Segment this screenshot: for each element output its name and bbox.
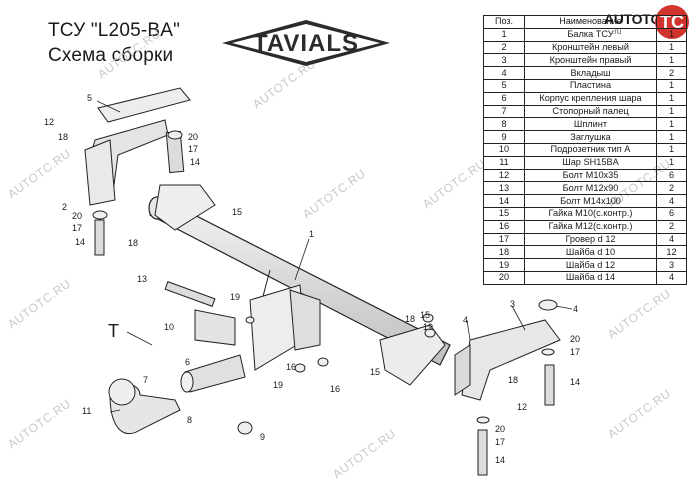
callout-label: 14 — [570, 377, 580, 387]
socket-plate-part — [194, 309, 236, 346]
right-bracket-part — [454, 319, 561, 401]
callout-label: 6 — [185, 357, 190, 367]
callout-label: 18 — [128, 238, 138, 248]
callout-label: 14 — [495, 455, 505, 465]
callout-label: 18 — [58, 132, 68, 142]
callout-label: 7 — [143, 375, 148, 385]
callout-label: 17 — [495, 437, 505, 447]
callout-label: 17 — [72, 223, 82, 233]
callout-label: 1 — [309, 229, 314, 239]
callout-label: 4 — [463, 315, 468, 325]
center-bracket-part — [249, 284, 321, 371]
leader-lines — [96, 100, 573, 413]
bolt-group — [94, 130, 555, 476]
callout-label: 20 — [72, 211, 82, 221]
callout-label: 20 — [495, 424, 505, 434]
tavials-logo: TAVIALS — [222, 20, 390, 66]
callout-label: 19 — [273, 380, 283, 390]
document-title: ТСУ "L205-BA" — [48, 20, 181, 41]
table-cell-q: 4 — [656, 194, 687, 208]
callout-label: 20 — [188, 132, 198, 142]
document-subtitle: Схема сборки — [48, 45, 174, 66]
left-bracket-part — [84, 139, 116, 206]
table-cell-q: 1 — [656, 155, 687, 170]
callout-label: 2 — [62, 202, 67, 212]
table-cell-q: 1 — [656, 78, 687, 93]
callout-label: 10 — [164, 322, 174, 332]
callout-label: 12 — [44, 117, 54, 127]
callout-label: 14 — [190, 157, 200, 167]
callout-label: 16 — [286, 362, 296, 372]
callout-label: 16 — [330, 384, 340, 394]
callout-label: 4 — [573, 304, 578, 314]
table-cell-q: 4 — [656, 270, 687, 285]
callout-label: 11 — [82, 406, 91, 416]
callout-label: T — [108, 321, 119, 341]
callout-label: 12 — [517, 402, 527, 412]
callout-label: 13 — [137, 274, 147, 284]
callout-label: 18 — [508, 375, 518, 385]
table-header-row: Поз. Наименование — [483, 15, 687, 29]
callout-label: 18 — [405, 314, 415, 324]
callout-label: 8 — [187, 415, 192, 425]
tow-ball-part — [108, 378, 181, 435]
callout-label: 9 — [260, 432, 265, 442]
callout-label: 17 — [570, 347, 580, 357]
ball-body-part — [180, 354, 246, 393]
beam-part — [148, 184, 451, 386]
callout-label: 20 — [570, 334, 580, 344]
callout-label: 19 — [423, 322, 433, 332]
callout-label: 15 — [232, 207, 242, 217]
callout-label: 14 — [75, 237, 85, 247]
callout-label: 15 — [370, 367, 380, 377]
table-cell-n: 20 — [483, 270, 525, 285]
callout-label: 17 — [188, 144, 198, 154]
callout-label: 19 — [230, 292, 240, 302]
callout-label: 5 — [87, 93, 92, 103]
callout-label: 15 — [420, 310, 430, 320]
table-cell-name: Шайба d 14 — [524, 270, 657, 285]
tavials-logo-text: TAVIALS — [253, 30, 359, 57]
callout-label: 3 — [510, 299, 515, 309]
fastener-group — [92, 130, 558, 435]
